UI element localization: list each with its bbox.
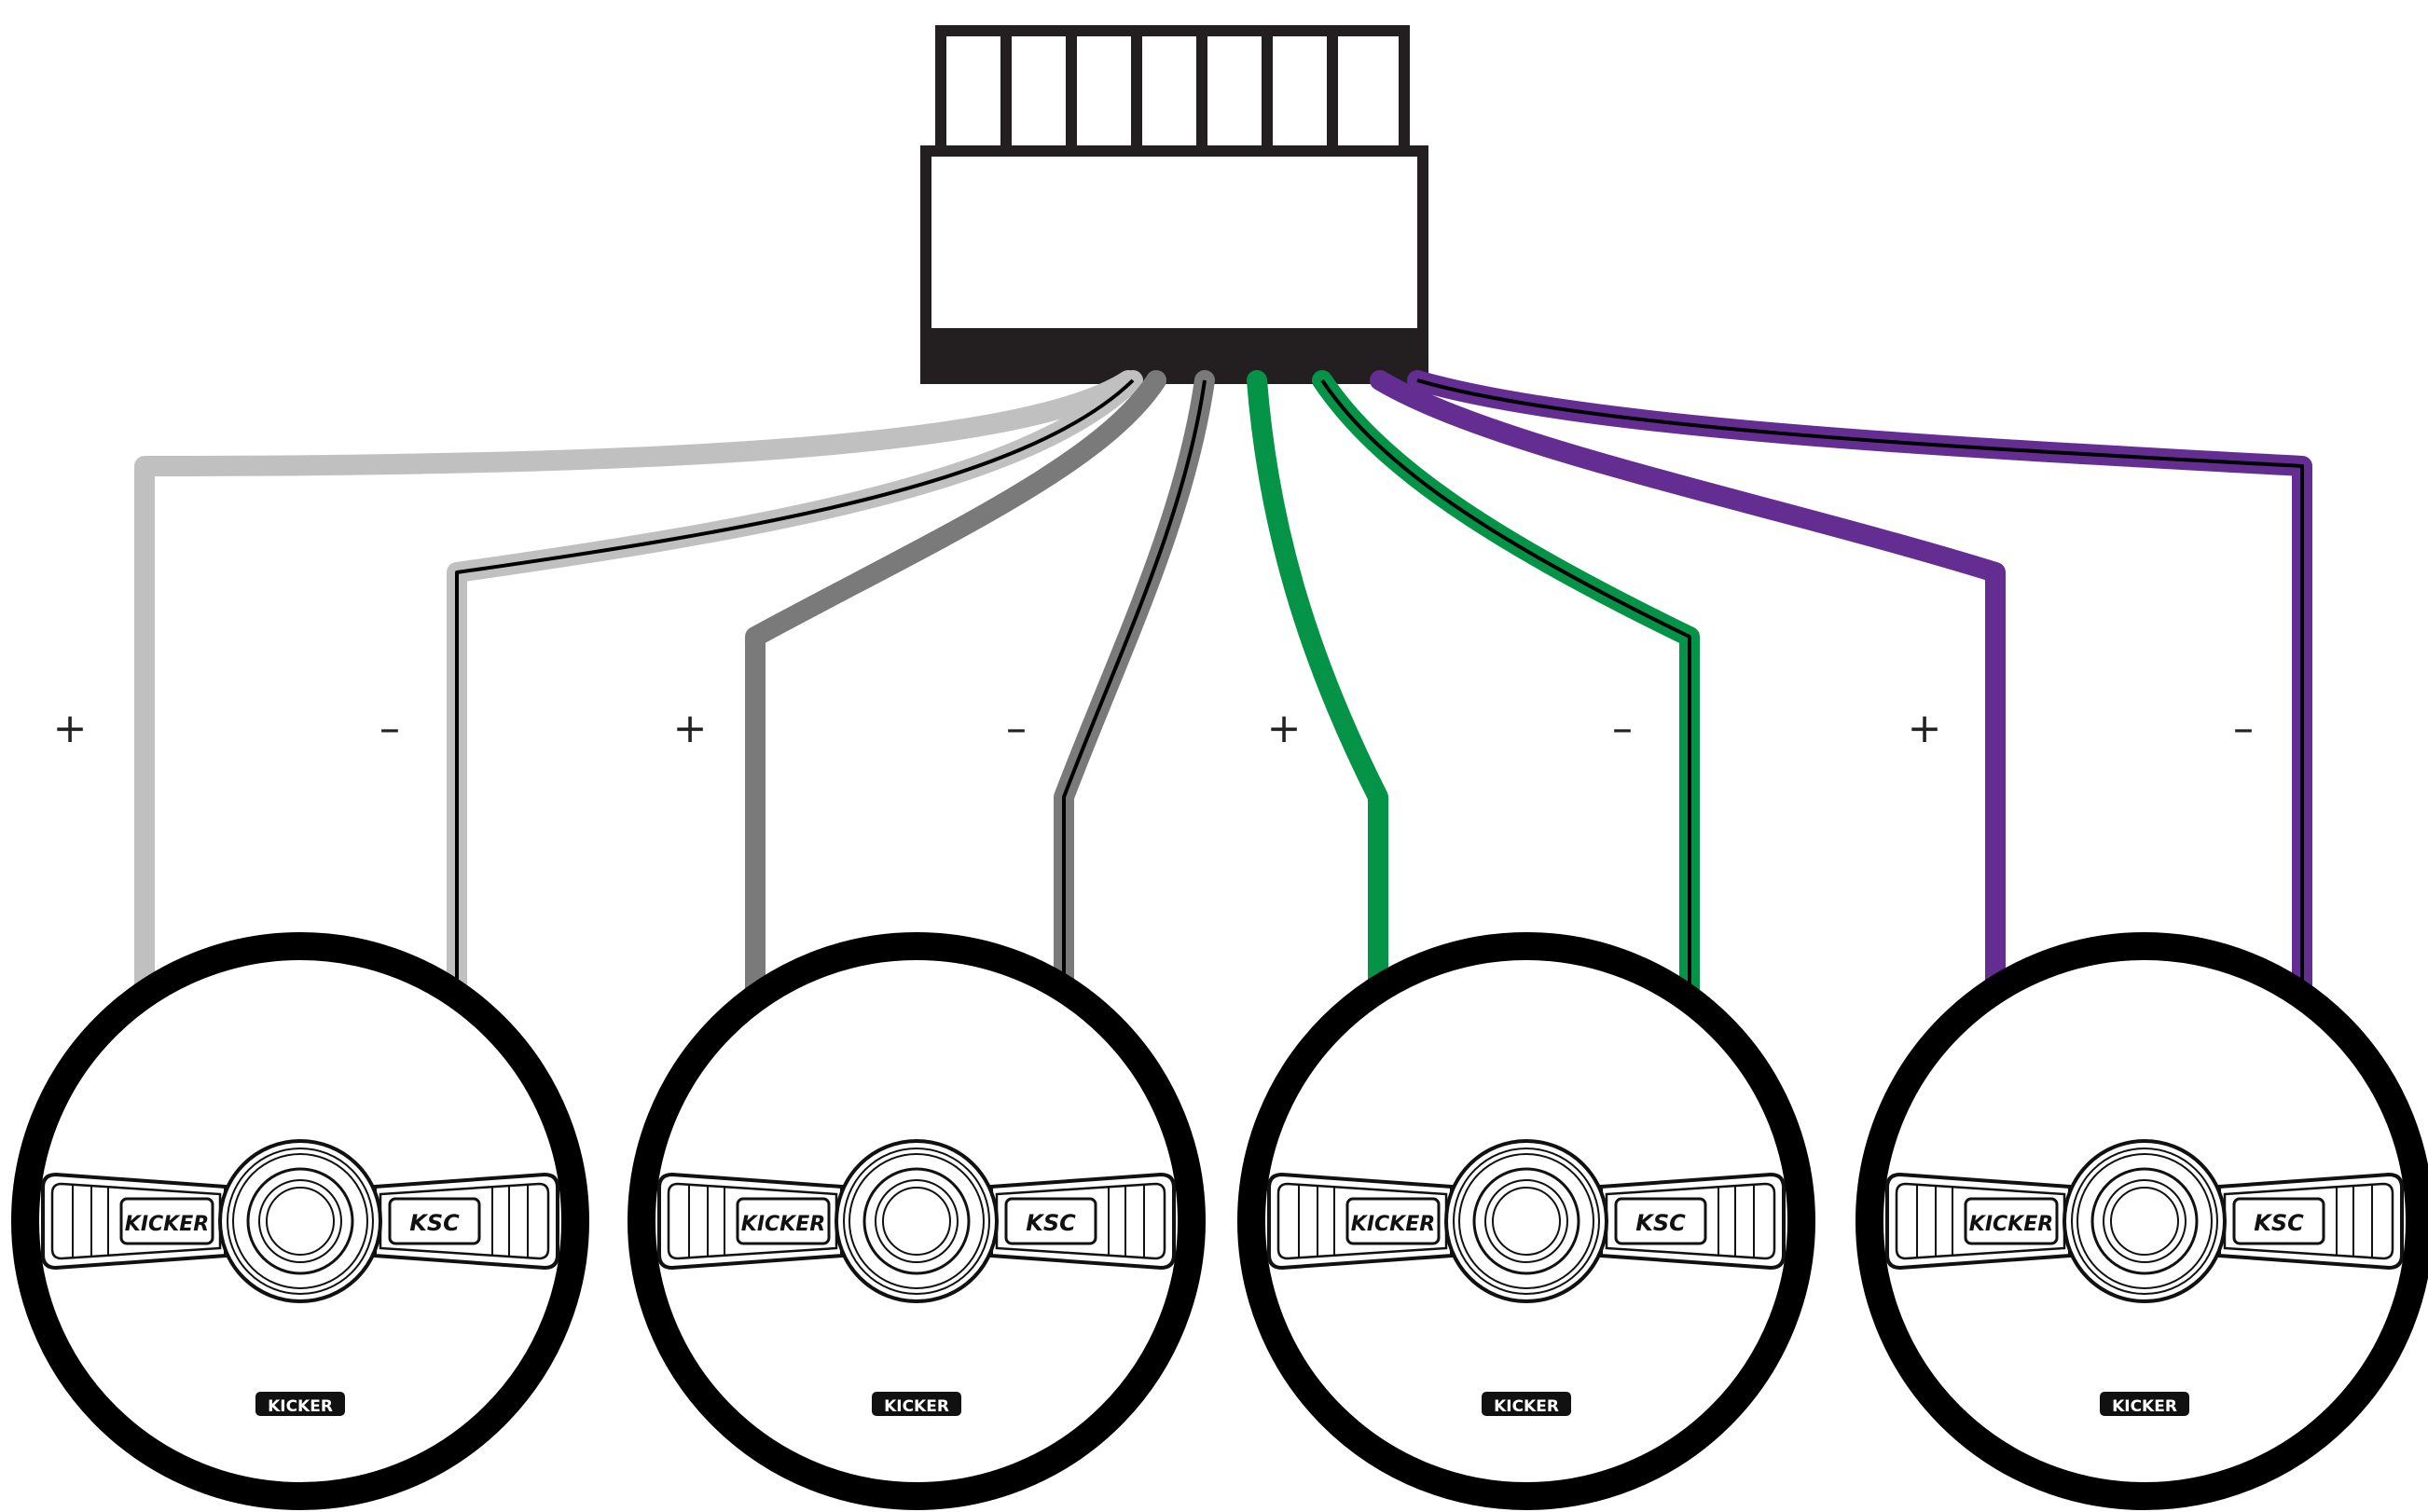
wire-harness-connector [920,25,1428,384]
speaker-brand-logo: KICKER [125,1213,209,1236]
speaker-model-logo: KSC [409,1210,460,1236]
speaker-brand-logo: KICKER [1351,1213,1435,1236]
wire-5 [1247,370,1388,1003]
plus-label-speaker-2: + [672,705,708,752]
speaker-badge: KICKER [884,1397,949,1416]
speaker-4: KICKER KSC KICKER [1869,946,2420,1496]
wire-stripe [455,378,1135,988]
minus-label-speaker-4: – [2233,705,2254,752]
wire-6 [1312,370,1700,1003]
wire-8 [1407,370,2312,998]
speaker-brand-logo: KICKER [741,1213,825,1236]
minus-label-speaker-2: – [1006,705,1027,752]
wire-stripe [1416,378,2304,988]
minus-label-speaker-3: – [1612,705,1633,752]
wire-1 [134,370,1138,998]
plus-label-speaker-1: + [52,705,88,752]
wire-stripe [1320,378,1691,993]
speaker-badge: KICKER [2112,1397,2177,1416]
speaker-wires [134,370,2312,1003]
wire-4 [1054,370,1215,1003]
wire-7 [1370,370,2006,998]
wire-stripe [1062,379,1207,993]
minus-label-speaker-1: – [379,705,400,752]
wire-2 [447,370,1143,998]
speaker-2: KICKER KSC KICKER [641,946,1192,1496]
speaker-model-logo: KSC [2254,1210,2304,1236]
speaker-badge: KICKER [1494,1397,1559,1416]
speaker-1: KICKER KSC KICKER [25,946,575,1496]
speaker-model-logo: KSC [1026,1210,1076,1236]
plus-label-speaker-3: + [1266,705,1302,752]
speaker-3: KICKER KSC KICKER [1251,946,1801,1496]
speaker-brand-logo: KICKER [1969,1213,2053,1236]
plus-label-speaker-4: + [1907,705,1942,752]
speaker-badge: KICKER [268,1397,333,1416]
wire-3 [745,370,1166,1003]
speaker-model-logo: KSC [1635,1210,1686,1236]
